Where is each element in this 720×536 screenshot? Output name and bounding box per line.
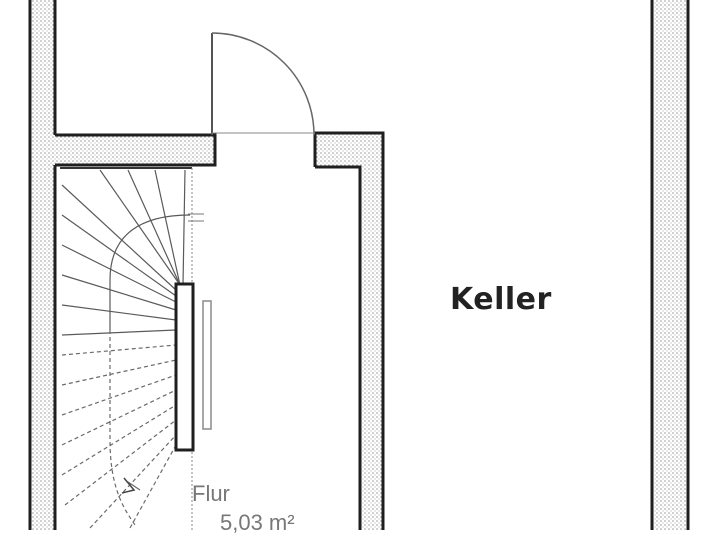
stair-treads-dashed xyxy=(61,330,177,529)
room-label-keller: Keller xyxy=(450,282,552,317)
dimension-ticks xyxy=(188,213,204,222)
room-area-flur: 5,03 m² xyxy=(220,510,295,535)
stair-treads-solid xyxy=(61,169,191,336)
upper-wall-left xyxy=(55,133,217,167)
right-outer-wall xyxy=(650,0,690,530)
stair-arrow-icon xyxy=(121,477,136,494)
stair-handrail xyxy=(174,282,212,452)
left-outer-wall xyxy=(28,0,57,530)
door xyxy=(211,32,315,136)
upper-wall-right xyxy=(313,131,385,530)
room-label-flur: Flur xyxy=(192,481,230,506)
